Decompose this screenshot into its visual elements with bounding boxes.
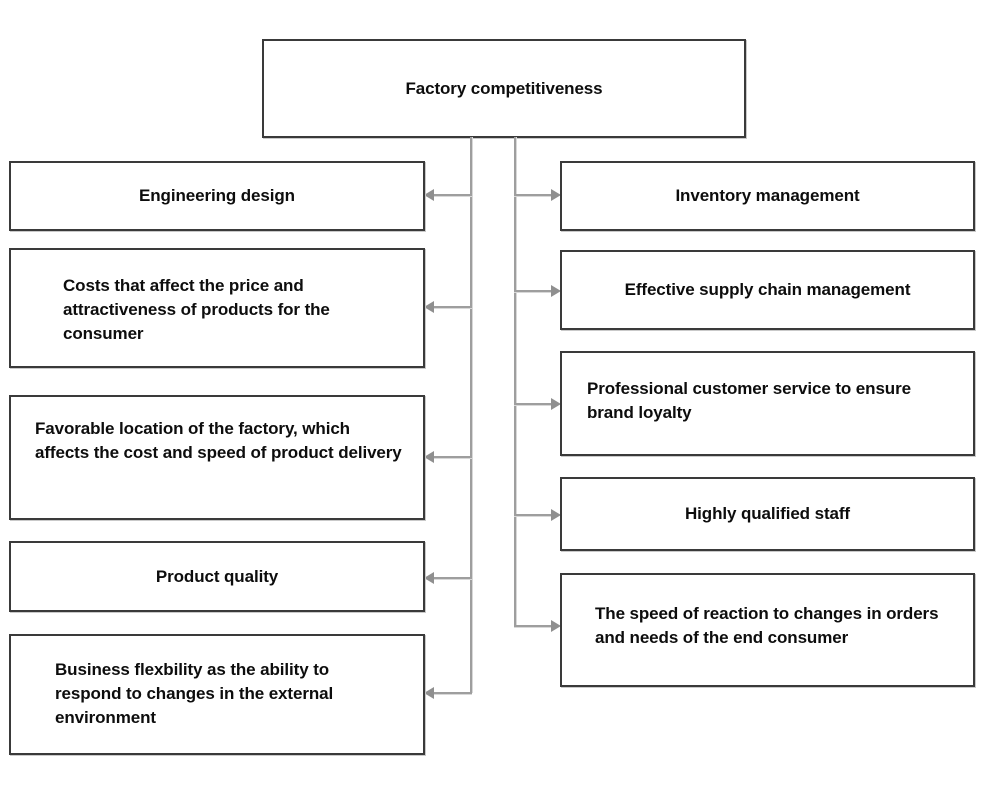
left-arrowhead-1 <box>424 301 434 313</box>
left-node-product-quality[interactable]: Product quality <box>9 541 425 612</box>
left-arrowhead-2 <box>424 451 434 463</box>
right-arrowhead-0 <box>551 189 561 201</box>
right-connector-0 <box>514 194 552 196</box>
left-arrowhead-3 <box>424 572 434 584</box>
right-node-the-speed-of-reaction-to-changes-in-orders-and-n[interactable]: The speed of reaction to changes in orde… <box>560 573 975 687</box>
left-connector-4 <box>433 692 472 694</box>
left-node-favorable-location-of-the-factory-which-affects-[interactable]: Favorable location of the factory, which… <box>9 395 425 520</box>
left-node-label: Engineering design <box>139 186 295 205</box>
left-connector-1 <box>433 306 472 308</box>
root-node-label: Factory competitiveness <box>405 78 603 98</box>
left-node-label: Costs that affect the price and attracti… <box>63 276 330 343</box>
left-node-costs-that-affect-the-price-and-attractiveness-o[interactable]: Costs that affect the price and attracti… <box>9 248 425 368</box>
right-node-label: Professional customer service to ensure … <box>587 379 911 422</box>
right-arrowhead-2 <box>551 398 561 410</box>
right-connector-2 <box>514 403 552 405</box>
left-node-label: Favorable location of the factory, which… <box>35 419 402 462</box>
left-connector-0 <box>433 194 472 196</box>
left-node-engineering-design[interactable]: Engineering design <box>9 161 425 231</box>
right-node-label: The speed of reaction to changes in orde… <box>595 604 939 647</box>
right-arrowhead-3 <box>551 509 561 521</box>
right-node-highly-qualified-staff[interactable]: Highly qualified staff <box>560 477 975 551</box>
right-node-label: Highly qualified staff <box>685 504 850 523</box>
left-node-label: Product quality <box>155 566 279 586</box>
left-node-label: Business flexbility as the ability to re… <box>55 660 334 727</box>
right-node-inventory-management[interactable]: Inventory management <box>560 161 975 231</box>
right-arrowhead-1 <box>551 285 561 297</box>
right-connector-3 <box>514 514 552 516</box>
right-node-effective-supply-chain-management[interactable]: Effective supply chain management <box>560 250 975 330</box>
left-arrowhead-0 <box>424 189 434 201</box>
right-connector-4 <box>514 625 552 627</box>
left-connector-2 <box>433 456 472 458</box>
right-node-label: Effective supply chain management <box>624 280 911 299</box>
left-node-business-flexbility-as-the-ability-to-respond-to[interactable]: Business flexbility as the ability to re… <box>9 634 425 755</box>
left-trunk-line <box>470 137 472 693</box>
right-connector-1 <box>514 290 552 292</box>
right-node-label: Inventory management <box>675 186 860 205</box>
left-connector-3 <box>433 577 472 579</box>
right-trunk-line <box>514 137 516 626</box>
right-arrowhead-4 <box>551 620 561 632</box>
root-node-factory-competitiveness[interactable]: Factory competitiveness <box>262 39 746 138</box>
left-arrowhead-4 <box>424 687 434 699</box>
right-node-professional-customer-service-to-ensure-brand-lo[interactable]: Professional customer service to ensure … <box>560 351 975 456</box>
